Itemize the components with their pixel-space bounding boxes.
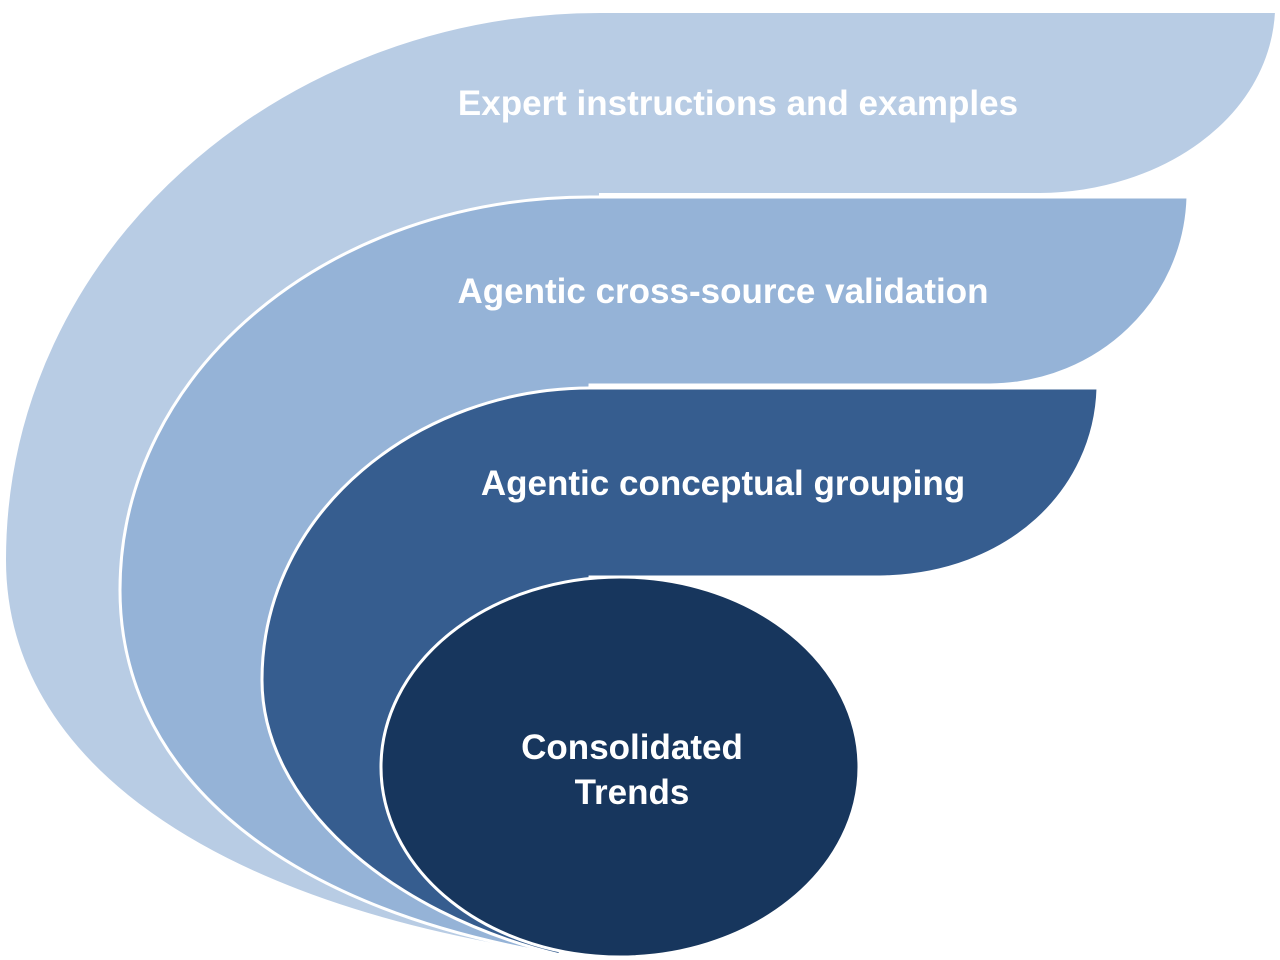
layer-label-validation: Agentic cross-source validation xyxy=(458,272,989,311)
layer-label-grouping: Agentic conceptual grouping xyxy=(481,464,965,503)
layer-label-expert: Expert instructions and examples xyxy=(458,84,1018,123)
core-circle xyxy=(379,575,861,959)
core-label-line1: Consolidated xyxy=(521,728,743,767)
core-label-line2: Trends xyxy=(575,773,690,812)
